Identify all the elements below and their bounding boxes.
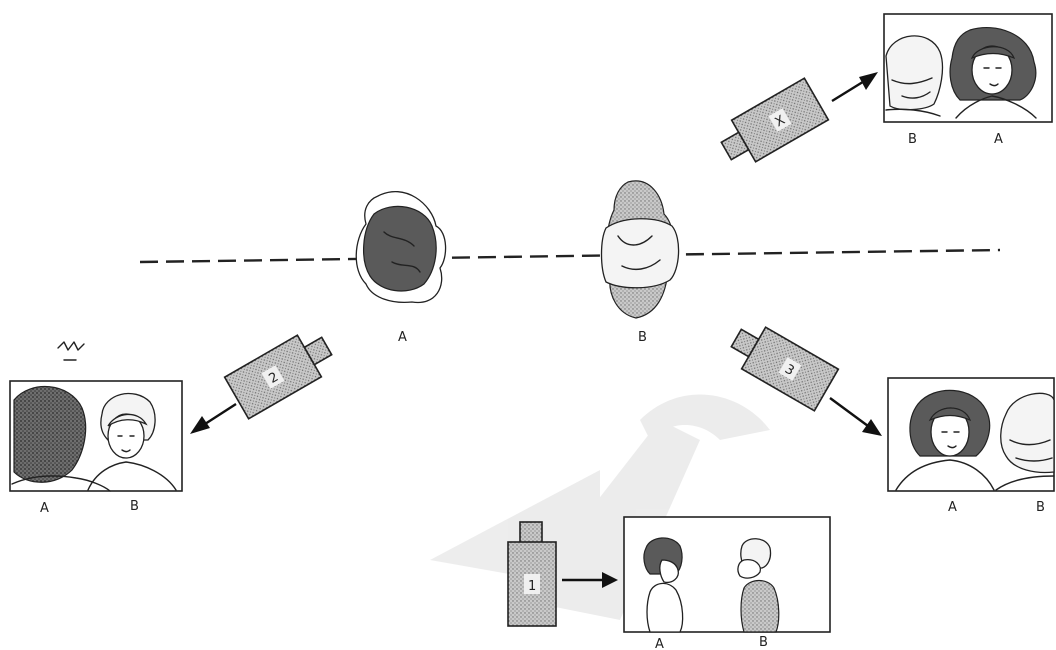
camera-1: 1 — [507, 521, 557, 627]
frame-3: A B — [887, 377, 1055, 515]
subject-b-label: B — [638, 330, 647, 345]
axis-line — [139, 248, 1001, 264]
subject-a-top-view: A — [355, 190, 447, 345]
subject-a-label: A — [398, 330, 407, 345]
subject-b-top-view: B — [600, 180, 680, 345]
camera-2-arrow — [190, 402, 237, 434]
camera-x-arrow — [831, 72, 878, 103]
frame-2-right-label: B — [130, 499, 139, 514]
scribble-mark — [57, 341, 85, 361]
frame-x-left-label: B — [908, 132, 917, 147]
camera-x: X — [720, 77, 830, 163]
frame-x-right-label: A — [994, 132, 1003, 147]
frame-2: A B — [9, 341, 183, 516]
frame-1-left-label: A — [655, 637, 664, 650]
camera-3-arrow — [829, 397, 882, 436]
frame-1: A B — [623, 516, 831, 650]
camera-3: 3 — [730, 326, 840, 412]
watermark — [430, 394, 770, 620]
camera-1-arrow — [562, 572, 618, 588]
frame-2-left-label: A — [40, 501, 49, 516]
frame-3-left-label: A — [948, 500, 957, 515]
camera-2: 2 — [223, 334, 333, 420]
frame-x: B A — [883, 13, 1053, 147]
frame-1-right-label: B — [759, 635, 768, 650]
frame-3-right-label: B — [1036, 500, 1045, 515]
camera-1-number: 1 — [528, 579, 536, 594]
